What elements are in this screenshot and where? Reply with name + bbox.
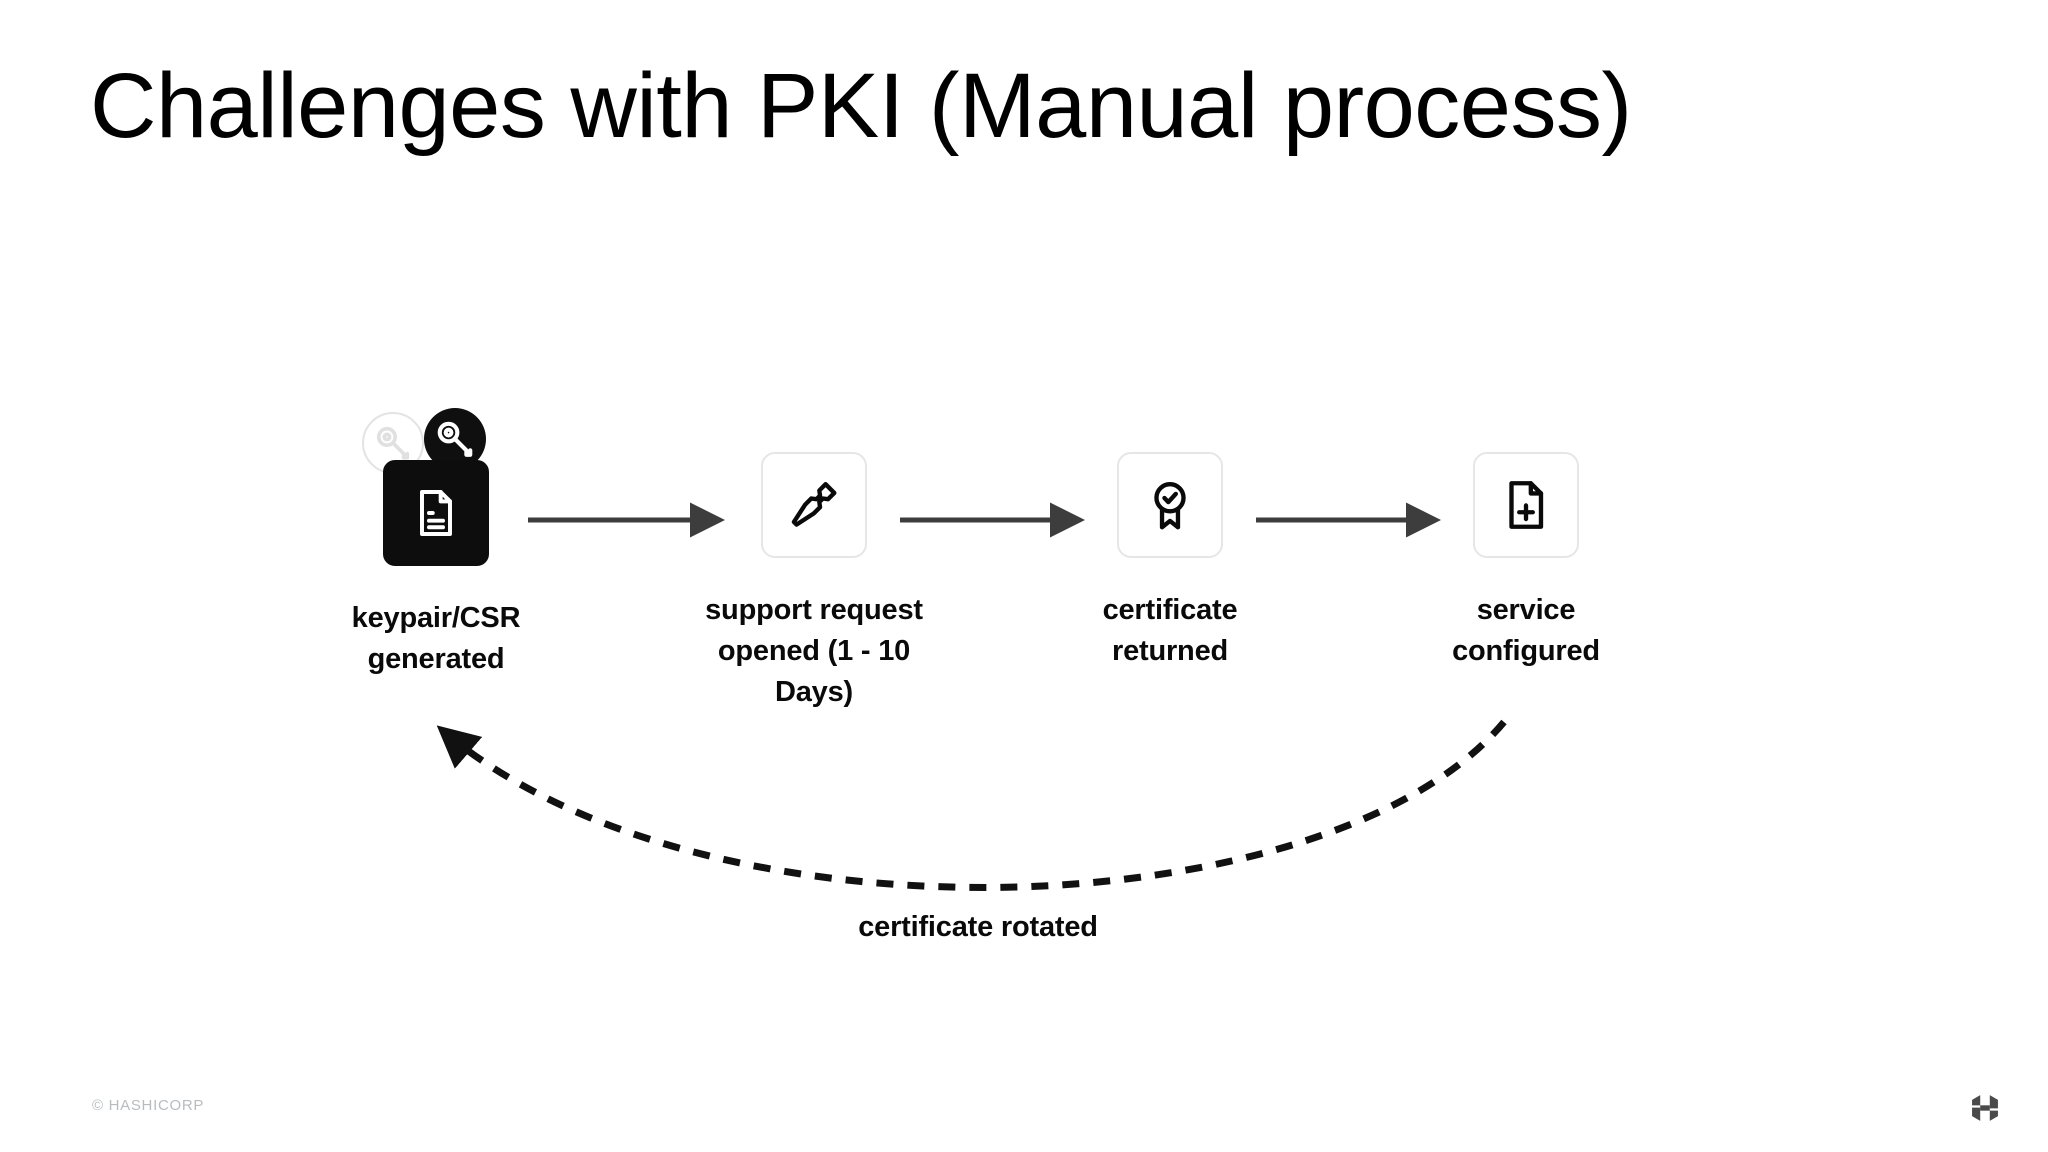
hashicorp-logo-icon xyxy=(1962,1085,2008,1131)
step-label: support request opened (1 - 10 Days) xyxy=(705,594,923,709)
step-icon-box xyxy=(1117,452,1223,558)
feedback-loop-dashed-arrow xyxy=(436,719,1507,891)
key-badge-group xyxy=(362,408,562,478)
award-ribbon-check-icon xyxy=(1154,482,1186,530)
page-title: Challenges with PKI (Manual process) xyxy=(90,55,1632,157)
document-plus-icon xyxy=(1509,481,1544,529)
key-icon xyxy=(376,426,410,460)
step-icon-box xyxy=(1473,452,1579,558)
key-badge-active xyxy=(424,408,486,470)
step-label: keypair/CSR generated xyxy=(351,602,521,676)
step-service-configured[interactable]: service configured xyxy=(1406,452,1646,672)
step-keypair-csr-generated[interactable]: keypair/CSR generated xyxy=(316,460,556,680)
wrench-icon xyxy=(791,482,837,527)
document-lines-icon xyxy=(420,490,452,536)
key-icon xyxy=(437,421,473,457)
step-label: service configured xyxy=(1452,594,1600,668)
feedback-loop-label: certificate rotated xyxy=(858,911,1098,943)
step-icon-box xyxy=(383,460,489,566)
step-icon-box xyxy=(761,452,867,558)
step-label: certificate returned xyxy=(1102,594,1238,668)
step-support-request-opened[interactable]: support request opened (1 - 10 Days) xyxy=(694,452,934,714)
copyright-text: © HASHICORP xyxy=(92,1097,205,1114)
step-certificate-returned[interactable]: certificate returned xyxy=(1050,452,1290,672)
